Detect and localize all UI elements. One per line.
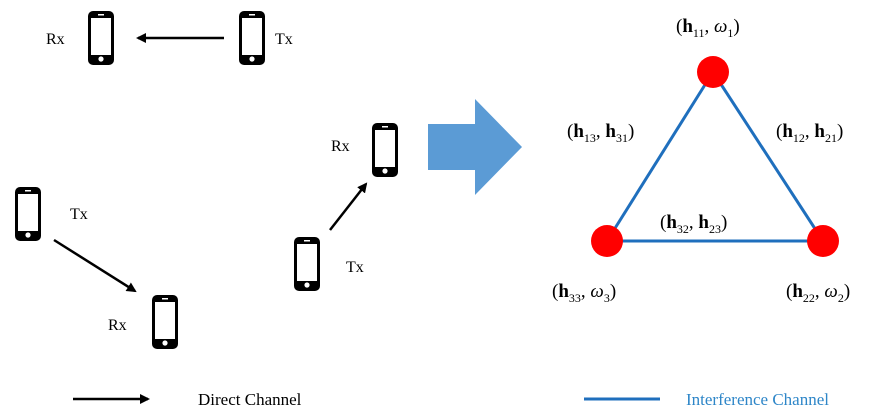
phone-icon-tx-2 [15, 187, 41, 241]
tx-label-2: Tx [70, 206, 88, 223]
graph-node-3 [591, 225, 623, 257]
node-1-label: (h11, ω1) [676, 16, 740, 40]
phone-icon-tx-1 [239, 11, 265, 65]
transform-arrow [428, 99, 522, 195]
phone-icon-rx-2 [152, 295, 178, 349]
rx-label-2: Rx [108, 317, 127, 334]
legend-interference-label: Interference Channel [686, 390, 829, 409]
legend-direct-label: Direct Channel [198, 390, 302, 409]
edge-13-label: (h13, h31) [567, 121, 634, 145]
phone-icon-tx-3 [294, 237, 320, 291]
direct-channel-arrow-3 [329, 182, 368, 231]
interference-edge-13 [605, 71, 715, 242]
tx-label-3: Tx [346, 259, 364, 276]
rx-label-3: Rx [331, 138, 350, 155]
edge-12-label: (h12, h21) [776, 121, 843, 145]
edge-23-label: (h32, h23) [660, 212, 727, 236]
node-2-label: (h22, ω2) [786, 281, 850, 305]
phone-icon-rx-3 [372, 123, 398, 177]
node-3-label: (h33, ω3) [552, 281, 616, 305]
rx-label-1: Rx [46, 31, 65, 48]
graph-node-2 [807, 225, 839, 257]
tx-label-1: Tx [275, 31, 293, 48]
direct-channel-arrow-2 [53, 238, 137, 293]
interference-edge-12 [711, 71, 825, 242]
graph-node-1 [697, 56, 729, 88]
phone-icon-rx-1 [88, 11, 114, 65]
